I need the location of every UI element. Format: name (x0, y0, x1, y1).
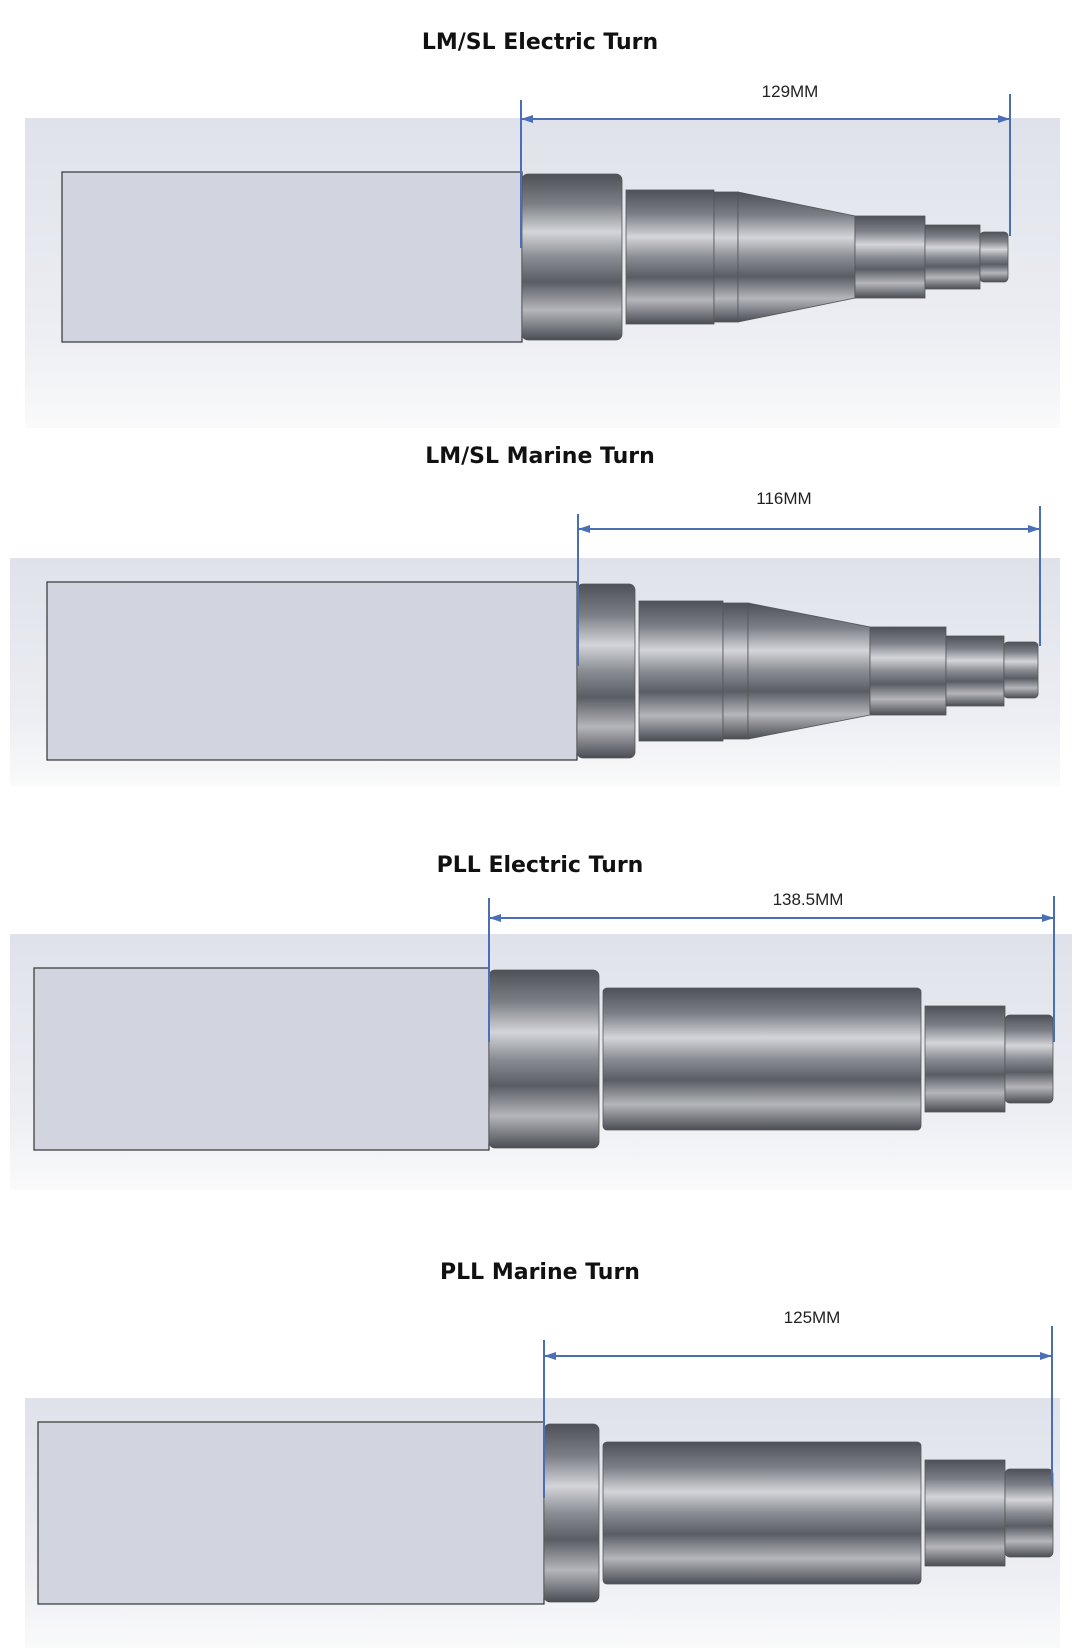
panel-4-dimension-label: 125MM (783, 1308, 841, 1327)
panel-2-stock-block (46, 581, 578, 761)
panel-3-title: PLL Electric Turn (436, 853, 644, 878)
panel-2-drawing (10, 506, 1060, 786)
panel-3-dimension-label: 138.5MM (772, 890, 844, 909)
panel-4-stock-block (37, 1421, 545, 1605)
panel-1-title: LM/SL Electric Turn (421, 30, 659, 55)
panel-4-shaft (543, 1423, 1054, 1603)
panel-3-dimension-line (488, 896, 1055, 1042)
panel-2-dimension-line (577, 506, 1041, 666)
panel-1-dimension-line (520, 94, 1011, 248)
panel-2-dimension-label: 116MM (756, 489, 812, 508)
panel-4-dimension-line (543, 1326, 1053, 1498)
panel-4-title: PLL Marine Turn (440, 1260, 640, 1285)
panel-4-drawing (25, 1326, 1060, 1648)
panel-2-title: LM/SL Marine Turn (425, 444, 655, 469)
panel-3-stock-block (33, 967, 490, 1151)
panel-3-drawing (10, 896, 1072, 1190)
panel-1-dimension-label: 129MM (761, 82, 819, 101)
panel-1-drawing (25, 94, 1060, 428)
panel-3-shaft (488, 969, 1054, 1149)
panel-2-shaft (576, 583, 1039, 759)
panel-1-stock-block (61, 171, 523, 343)
panel-1-shaft (521, 173, 1009, 341)
